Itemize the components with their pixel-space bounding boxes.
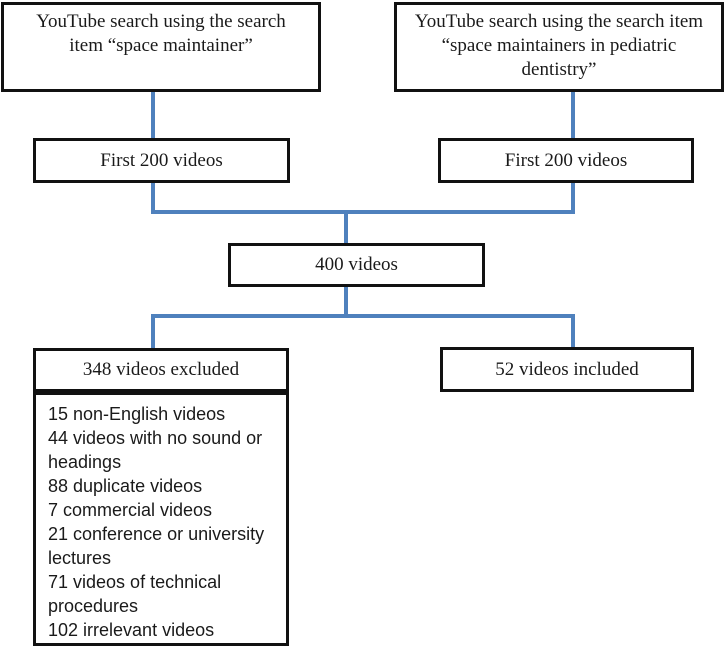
exclusion-reason: 102 irrelevant videos <box>48 620 215 640</box>
first200-left-label: First 200 videos <box>100 149 223 171</box>
first200-right-box: First 200 videos <box>438 138 694 183</box>
search-left-box: YouTube search using the search item “sp… <box>1 2 321 92</box>
exclusion-reason: 21 conference or university lectures <box>48 524 265 568</box>
included-label: 52 videos included <box>495 358 639 380</box>
total-videos-label: 400 videos <box>315 254 398 275</box>
connector-left-search-to-first200 <box>151 90 155 140</box>
connector-split-to-excluded <box>151 314 155 351</box>
exclusion-reason: 7 commercial videos <box>48 500 213 520</box>
connector-merge-to-total <box>344 210 348 244</box>
search-left-label: YouTube search using the search item “sp… <box>36 11 286 56</box>
excluded-label: 348 videos excluded <box>82 359 240 380</box>
connector-right-search-to-first200 <box>571 90 575 140</box>
exclusion-reason: 44 videos with no sound or headings <box>48 428 263 472</box>
connector-right-first200-down <box>571 181 575 214</box>
search-right-label: YouTube search using the search item “sp… <box>414 11 704 80</box>
connector-total-down <box>344 285 348 318</box>
first200-left-box: First 200 videos <box>33 138 290 183</box>
connector-merge-horizontal <box>151 210 575 214</box>
excluded-box: 348 videos excluded <box>33 348 289 392</box>
connector-split-horizontal <box>151 314 575 318</box>
search-right-box: YouTube search using the search item “sp… <box>394 2 724 92</box>
exclusion-reason: 15 non-English videos <box>48 404 226 424</box>
total-videos-box: 400 videos <box>228 243 485 287</box>
connector-split-to-included <box>571 314 575 350</box>
exclusion-reason: 71 videos of technical procedures <box>48 572 222 616</box>
included-box: 52 videos included <box>440 347 694 392</box>
exclusion-reason: 88 duplicate videos <box>48 476 203 496</box>
connector-left-first200-down <box>151 181 155 214</box>
first200-right-label: First 200 videos <box>504 149 628 171</box>
exclusion-reasons-box: 15 non-English videos 44 videos with no … <box>33 392 289 646</box>
